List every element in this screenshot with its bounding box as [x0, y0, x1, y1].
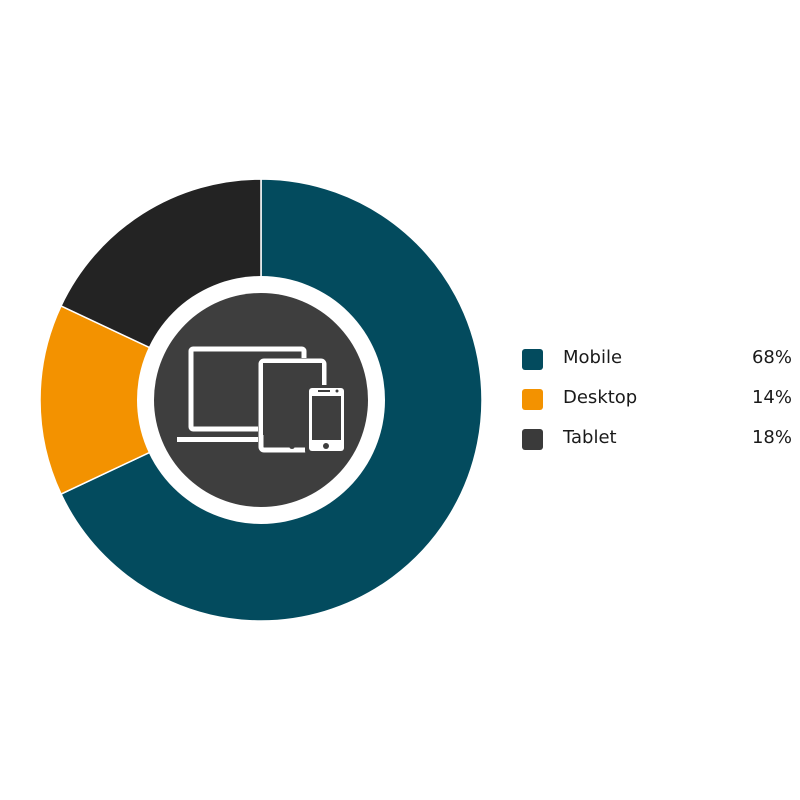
devices-icon	[177, 346, 348, 455]
legend-label: Mobile	[563, 347, 623, 368]
legend-label: Tablet	[563, 427, 617, 448]
legend-value: 68%	[751, 347, 792, 368]
legend-item-mobile: Mobile 68%	[522, 346, 792, 386]
legend-label: Desktop	[563, 387, 638, 408]
phone-icon	[305, 385, 348, 455]
legend-swatch	[522, 429, 543, 450]
legend-value: 14%	[751, 387, 792, 408]
legend-swatch	[522, 349, 543, 370]
legend: Mobile 68% Desktop 14% Tablet 18%	[522, 346, 792, 466]
legend-item-desktop: Desktop 14%	[522, 386, 792, 426]
legend-item-tablet: Tablet 18%	[522, 426, 792, 466]
legend-value: 18%	[751, 427, 792, 448]
legend-swatch	[522, 389, 543, 410]
